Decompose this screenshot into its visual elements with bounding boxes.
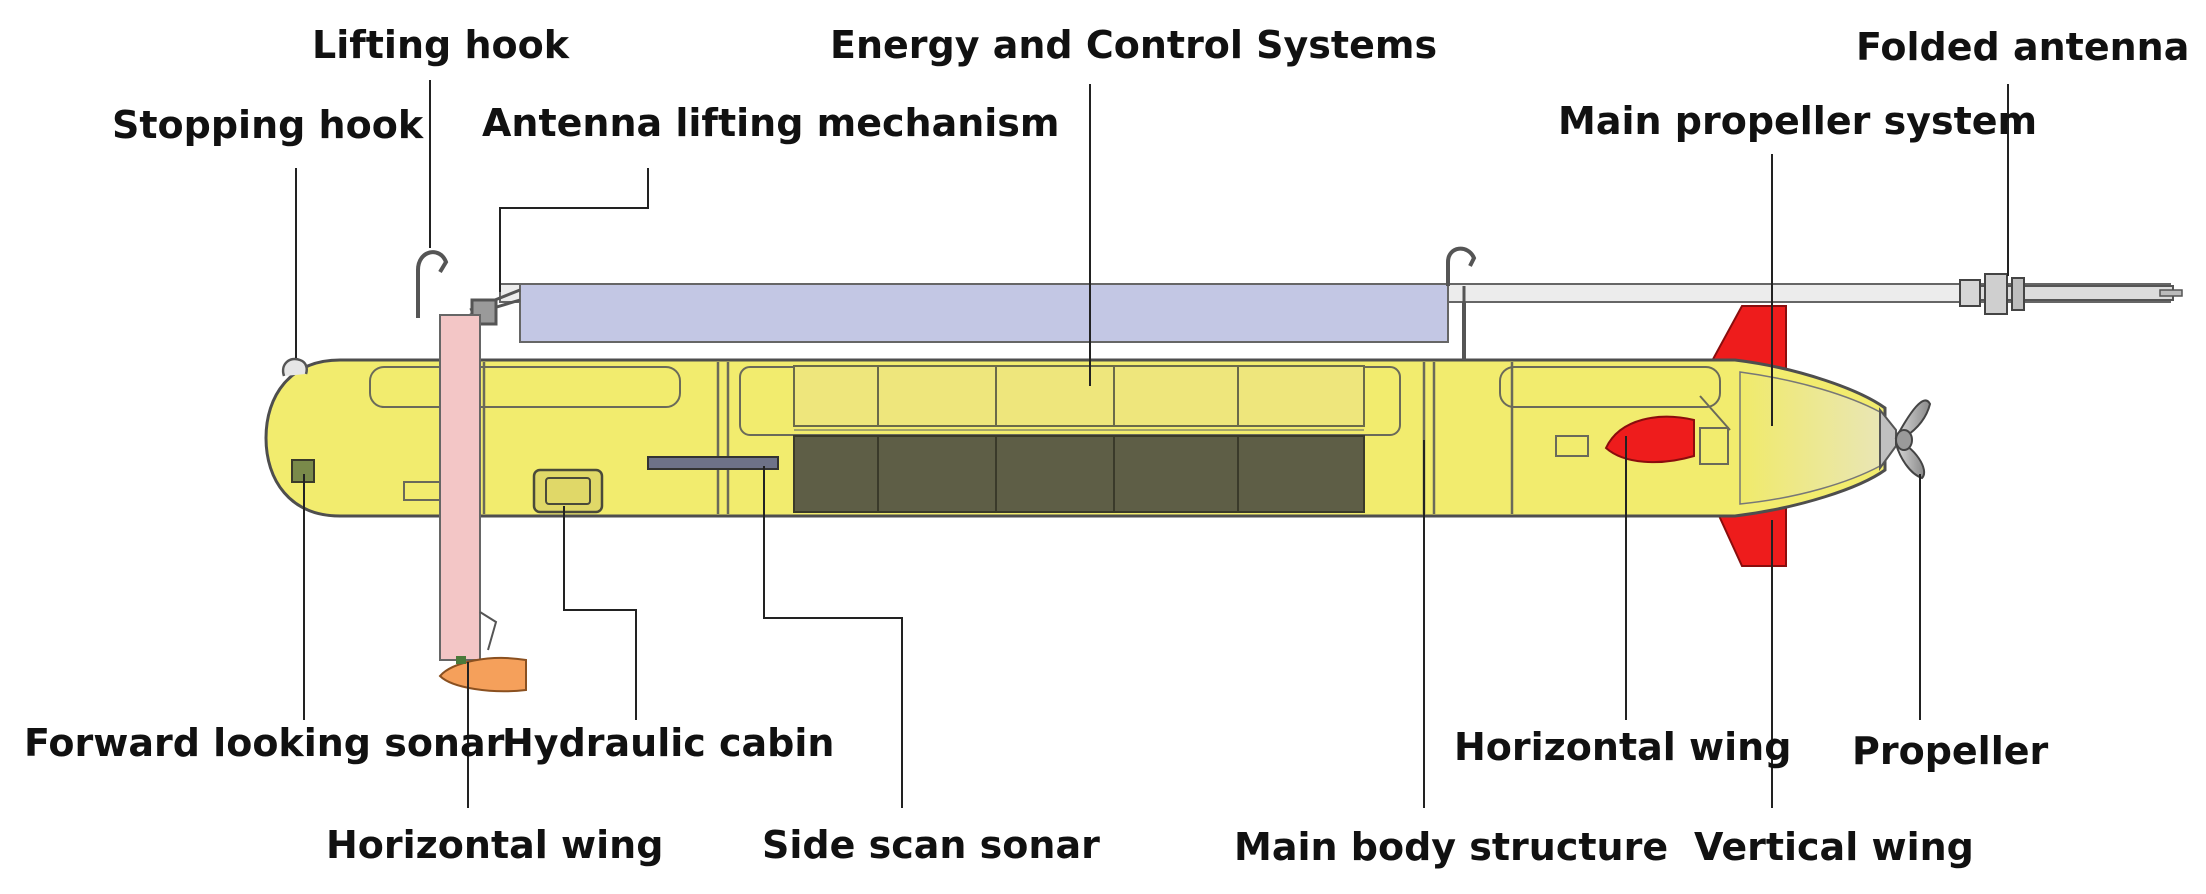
rear-internal-parts	[1555, 395, 1731, 465]
battery-modules-upper	[793, 365, 1365, 427]
leader-side-scan-sonar	[763, 466, 903, 808]
label-forward-looking-sonar: Forward looking sonar	[24, 721, 505, 765]
label-antenna-lifting: Antenna lifting mechanism	[482, 101, 1060, 145]
lifting-hook-front	[416, 250, 449, 318]
lifting-hook-rear	[1446, 246, 1477, 360]
horizontal-wing-front-shape	[438, 657, 527, 693]
mast-joint	[479, 611, 498, 651]
label-horizontal-wing-front: Horizontal wing	[326, 823, 664, 867]
label-main-propeller-system: Main propeller system	[1558, 99, 2038, 143]
leader-hydraulic-cabin	[563, 506, 637, 720]
front-wing-pivot	[456, 656, 466, 664]
antenna-panel	[519, 283, 1449, 343]
antenna-lifting-bracket	[469, 288, 521, 326]
label-lifting-hook: Lifting hook	[312, 23, 569, 67]
mast	[439, 314, 481, 661]
leader-antenna-lifting	[499, 168, 649, 292]
propeller-shape	[1879, 399, 1932, 480]
label-side-scan-sonar: Side scan sonar	[762, 823, 1100, 867]
folded-antenna	[1959, 273, 2025, 315]
label-stopping-hook: Stopping hook	[112, 103, 424, 147]
label-energy-control: Energy and Control Systems	[830, 23, 1438, 67]
battery-modules-lower	[793, 435, 1365, 513]
label-horizontal-wing-rear: Horizontal wing	[1454, 725, 1792, 769]
label-vertical-wing: Vertical wing	[1694, 825, 1974, 869]
leader-lines	[295, 80, 2009, 808]
hydraulic-cabin-box	[532, 468, 604, 514]
label-hydraulic-cabin: Hydraulic cabin	[502, 721, 835, 765]
label-main-body-structure: Main body structure	[1234, 825, 1669, 869]
label-folded-antenna: Folded antenna	[1856, 25, 2190, 69]
side-scan-sonar-bar	[647, 456, 779, 470]
horizontal-wing-rear-shape	[1604, 415, 1695, 464]
label-propeller: Propeller	[1852, 729, 2049, 773]
stopping-hook	[281, 357, 308, 377]
